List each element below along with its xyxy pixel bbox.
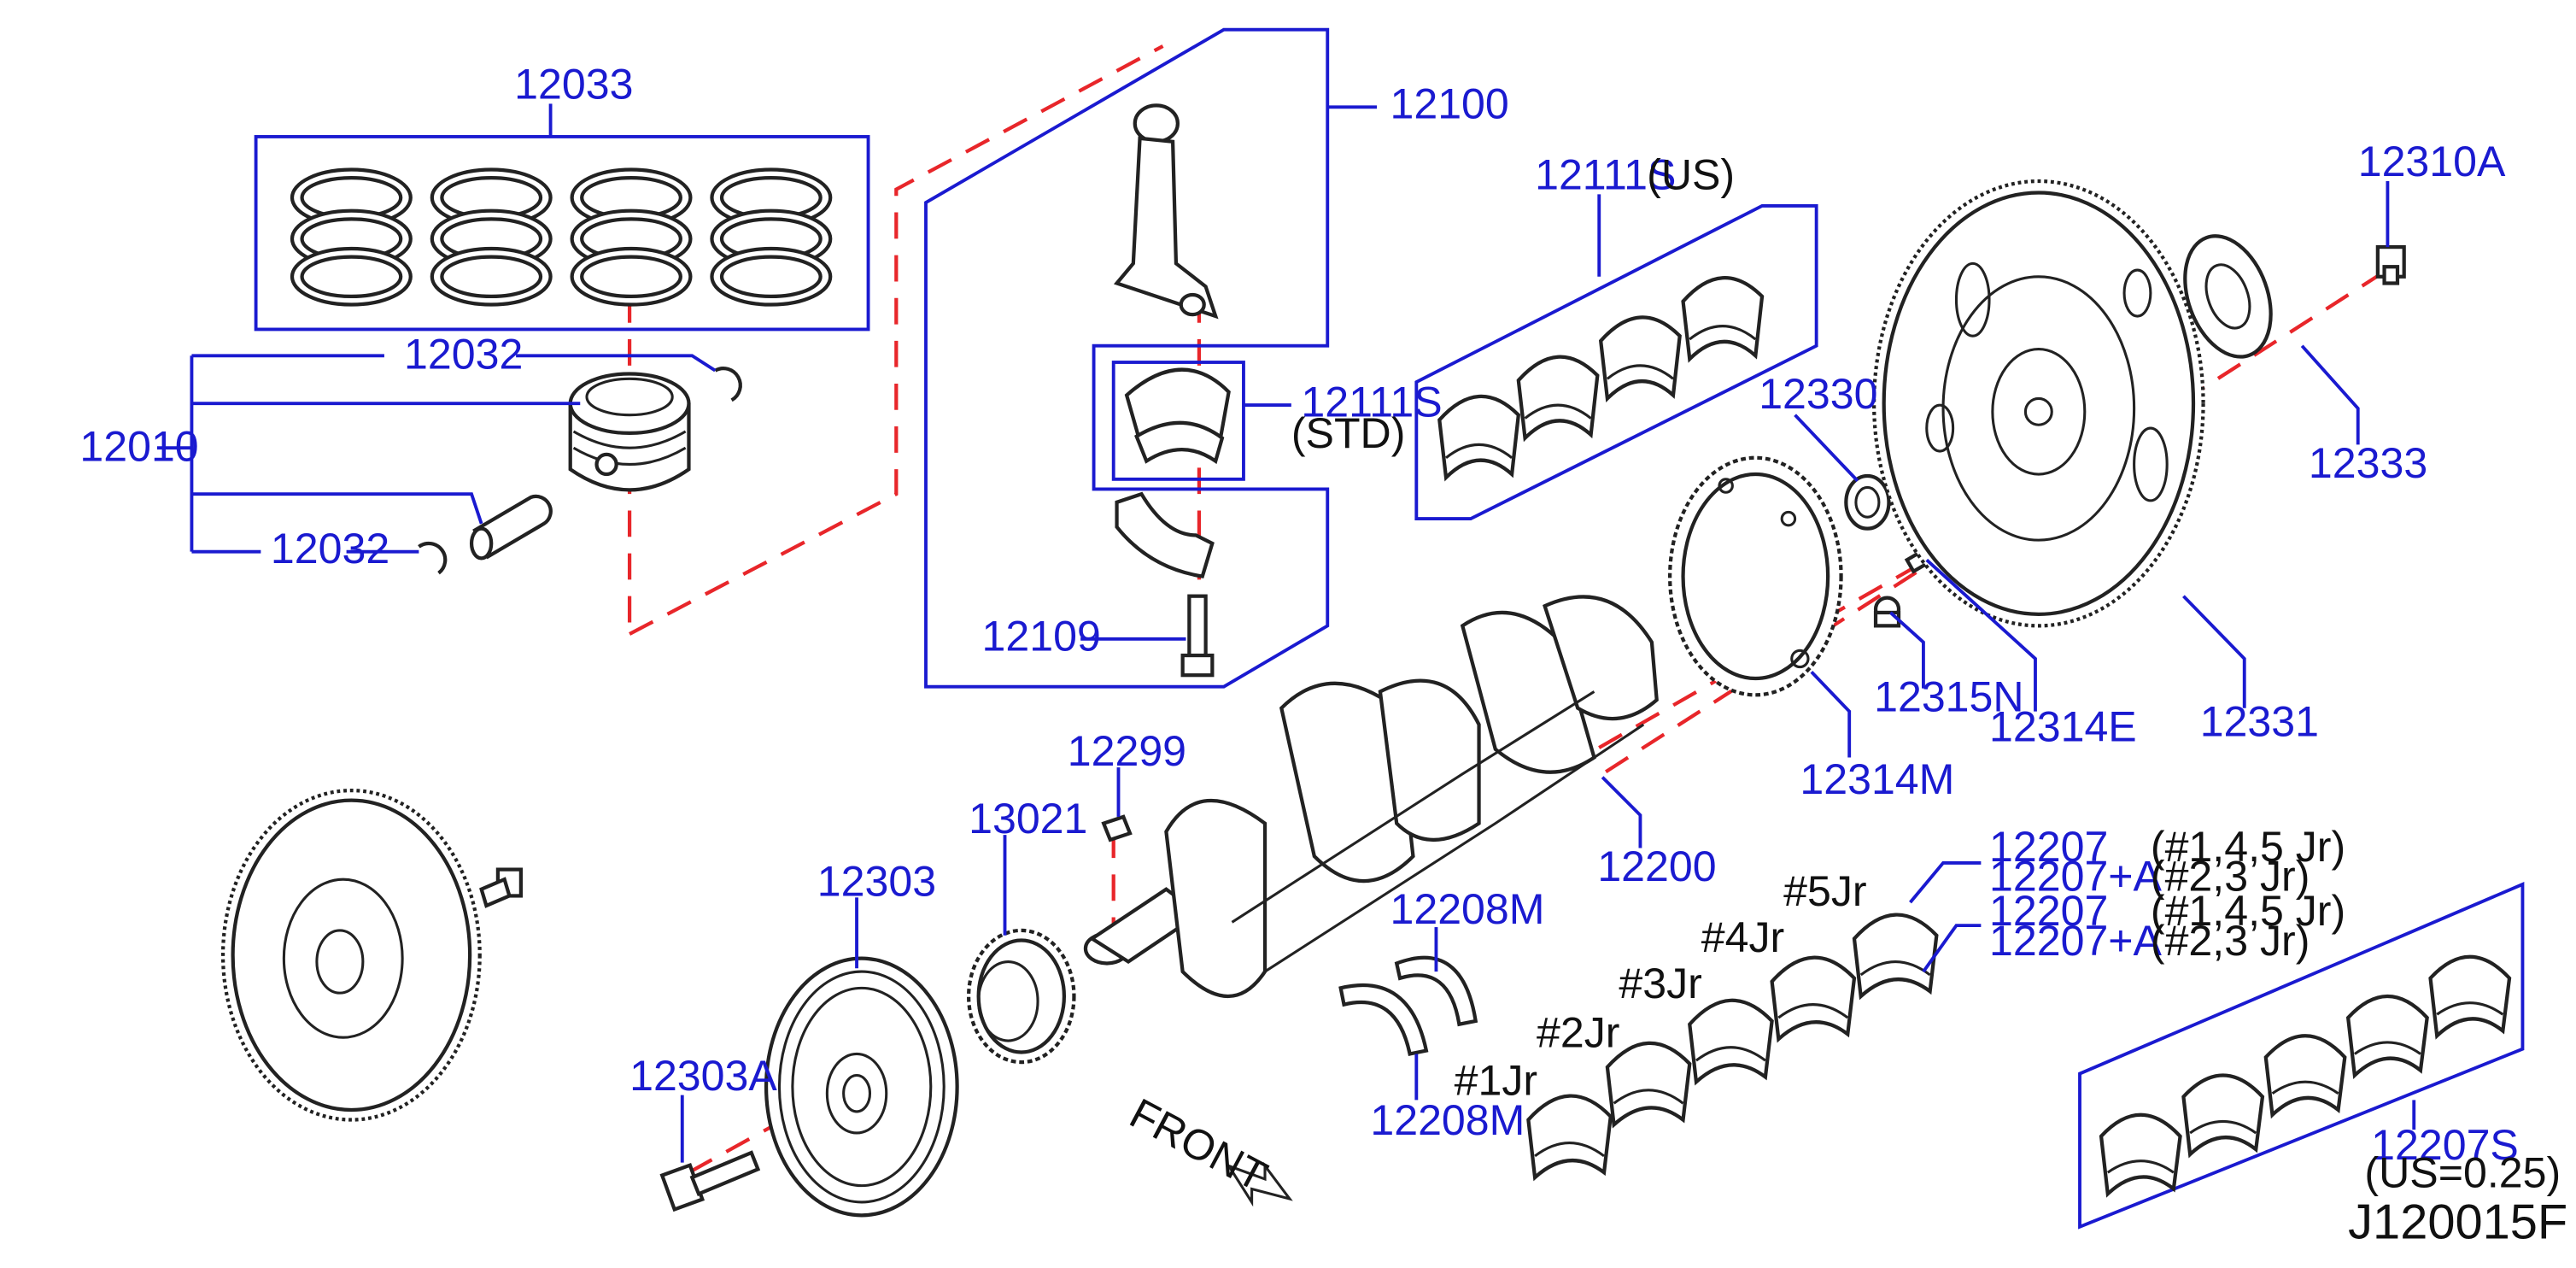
label-12032-bottom[interactable]: 12032 <box>271 525 389 572</box>
note-j3: #3Jr <box>1619 960 1701 1007</box>
label-12200[interactable]: 12200 <box>1597 842 1716 890</box>
main-bearing-us-box[interactable] <box>1414 203 1818 521</box>
label-12208M-top[interactable]: 12208M <box>1390 885 1544 933</box>
main-bearing-us025-box[interactable] <box>2078 882 2525 1230</box>
front-arrow-icon <box>1225 1161 1293 1207</box>
reinforcement-plate[interactable] <box>2169 224 2286 368</box>
label-12033[interactable]: 12033 <box>514 61 633 109</box>
thrust-washer-upper[interactable] <box>1394 955 1478 1027</box>
diagram-id: J120015F <box>2348 1195 2567 1249</box>
label-12331[interactable]: 12331 <box>2200 697 2319 745</box>
drive-plate[interactable] <box>1871 179 2205 628</box>
front-label: FRONT <box>1122 1089 1275 1200</box>
main-bearing-shells[interactable] <box>1526 915 1936 1182</box>
piston[interactable] <box>568 372 691 492</box>
note-j2: #2Jr <box>1537 1009 1619 1057</box>
label-12032-top[interactable]: 12032 <box>404 331 523 379</box>
label-12111S-std[interactable]: 12111S <box>1301 379 1442 426</box>
note-us025: (US=0.25) <box>2364 1149 2561 1197</box>
woodruff-key[interactable] <box>1101 814 1133 842</box>
label-12299[interactable]: 12299 <box>1068 727 1186 775</box>
connecting-rod[interactable] <box>1113 103 1219 320</box>
note-std: (STD) <box>1291 409 1406 457</box>
part-labels: 12033 12032 12010 12032 12100 12111S (US… <box>79 61 2518 1169</box>
snap-ring-upper[interactable] <box>714 367 742 402</box>
label-12314E[interactable]: 12314E <box>1989 702 2137 750</box>
note-jr23-b: (#2,3 Jr) <box>2151 917 2310 965</box>
connecting-rod-box <box>924 27 1330 689</box>
label-12207S[interactable]: 12207S <box>2371 1121 2519 1169</box>
label-13021[interactable]: 13021 <box>969 795 1087 842</box>
piston-ring-set[interactable] <box>254 135 870 332</box>
label-12314M[interactable]: 12314M <box>1800 755 1954 803</box>
label-12303[interactable]: 12303 <box>817 857 936 905</box>
label-12207-b[interactable]: 12207 <box>1989 887 2108 935</box>
note-j5: #5Jr <box>1783 867 1866 915</box>
rear-oil-seal[interactable] <box>1844 473 1891 531</box>
label-12310A[interactable]: 12310A <box>2358 138 2506 185</box>
label-12303A[interactable]: 12303A <box>629 1052 777 1100</box>
rod-bolt[interactable] <box>1180 594 1215 678</box>
pulley-bolt[interactable] <box>659 1150 761 1212</box>
flywheel[interactable] <box>220 788 482 1122</box>
crank-sprocket[interactable] <box>966 928 1076 1065</box>
rod-cap[interactable] <box>1115 491 1215 578</box>
bolt-12310A[interactable] <box>2375 244 2406 285</box>
crank-pulley[interactable] <box>764 956 959 1218</box>
note-labels: (#1,4,5 Jr) (#2,3 Jr) (#1,4,5 Jr) (#2,3 … <box>1122 823 2567 1249</box>
label-12100[interactable]: 12100 <box>1390 80 1508 128</box>
label-12207A-a[interactable]: 12207+A <box>1989 853 2163 901</box>
label-12111S-us[interactable]: 12111S <box>1535 151 1676 199</box>
note-j4: #4Jr <box>1701 913 1784 961</box>
note-jr23-a: (#2,3 Jr) <box>2151 853 2310 901</box>
bolt-12315N[interactable] <box>1873 596 1901 628</box>
bearing-std-box[interactable] <box>1111 361 1245 481</box>
label-12207-a[interactable]: 12207 <box>1989 823 2108 871</box>
label-12207A-b[interactable]: 12207+A <box>1989 917 2163 965</box>
label-12109[interactable]: 12109 <box>982 612 1101 660</box>
label-12208M-bottom[interactable]: 12208M <box>1370 1096 1525 1144</box>
label-12330[interactable]: 12330 <box>1759 370 1877 418</box>
signal-plate[interactable] <box>1668 455 1843 697</box>
note-jr145-b: (#1,4,5 Jr) <box>2151 887 2345 935</box>
label-12315N[interactable]: 12315N <box>1874 673 2023 721</box>
flywheel-bolt[interactable] <box>479 867 524 908</box>
note-us: (US) <box>1647 151 1735 199</box>
snap-ring-lower[interactable] <box>418 541 448 575</box>
note-jr145-a: (#1,4,5 Jr) <box>2151 823 2345 871</box>
piston-pin[interactable] <box>469 494 553 561</box>
crankshaft[interactable] <box>1083 595 1659 999</box>
label-12333[interactable]: 12333 <box>2309 439 2427 487</box>
label-12010[interactable]: 12010 <box>79 423 198 471</box>
thrust-washer-lower[interactable] <box>1338 983 1429 1056</box>
note-j1: #1Jr <box>1455 1057 1537 1105</box>
leader-lines <box>156 103 2416 1163</box>
